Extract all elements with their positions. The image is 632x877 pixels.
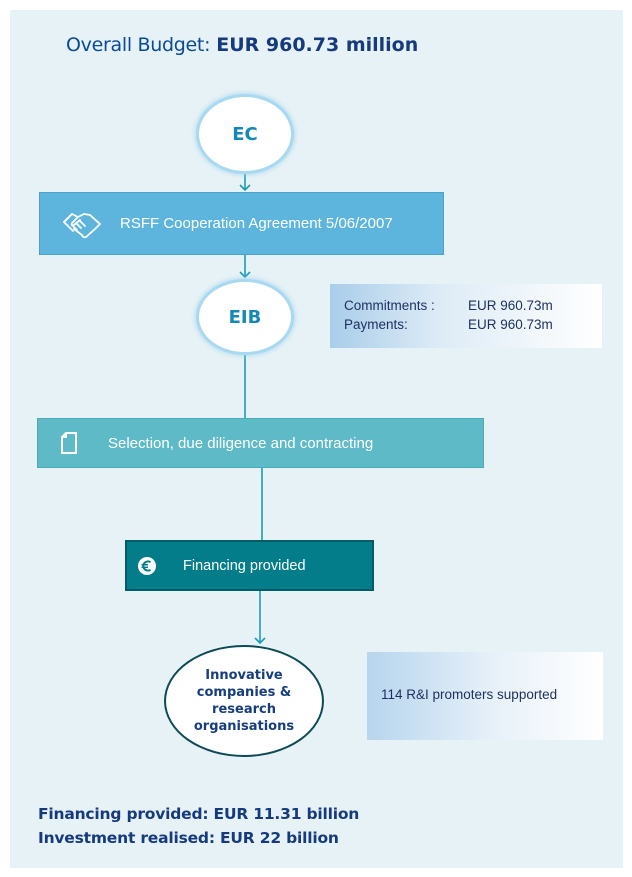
promoters-label: 114 R&I promoters supported	[381, 687, 558, 702]
innovative-companies-node: Innovative companies & research organisa…	[164, 645, 324, 757]
rsff-agreement-box: RSFF Cooperation Agreement 5/06/2007	[39, 192, 444, 255]
ec-node: EC	[196, 94, 294, 174]
eib-node: EIB	[196, 279, 294, 355]
document-icon	[60, 432, 78, 454]
page-title: Overall Budget: EUR 960.73 million	[66, 34, 418, 56]
euro-icon	[137, 556, 157, 576]
financing-label: Financing provided	[183, 557, 306, 574]
promoters-info-box: 114 R&I promoters supported	[367, 652, 603, 740]
payments-label: Payments:	[344, 317, 408, 332]
budget-value: EUR 960.73 million	[216, 34, 419, 56]
innovative-label: Innovative companies & research organisa…	[193, 668, 295, 734]
footer-investment: Investment realised: EUR 22 billion	[38, 829, 339, 847]
eib-label: EIB	[228, 306, 262, 328]
commitments-label: Commitments :	[344, 298, 435, 313]
selection-box: Selection, due diligence and contracting	[37, 418, 484, 468]
handshake-icon	[62, 208, 102, 240]
eib-info-box: Commitments : EUR 960.73m Payments: EUR …	[330, 284, 602, 348]
financing-box: Financing provided	[125, 540, 374, 591]
ec-label: EC	[232, 123, 258, 145]
commitments-value: EUR 960.73m	[468, 298, 553, 313]
budget-label: Overall Budget:	[66, 34, 211, 56]
payments-value: EUR 960.73m	[468, 317, 553, 332]
rsff-label: RSFF Cooperation Agreement 5/06/2007	[120, 215, 393, 232]
footer-financing: Financing provided: EUR 11.31 billion	[38, 805, 360, 823]
selection-label: Selection, due diligence and contracting	[108, 434, 374, 452]
